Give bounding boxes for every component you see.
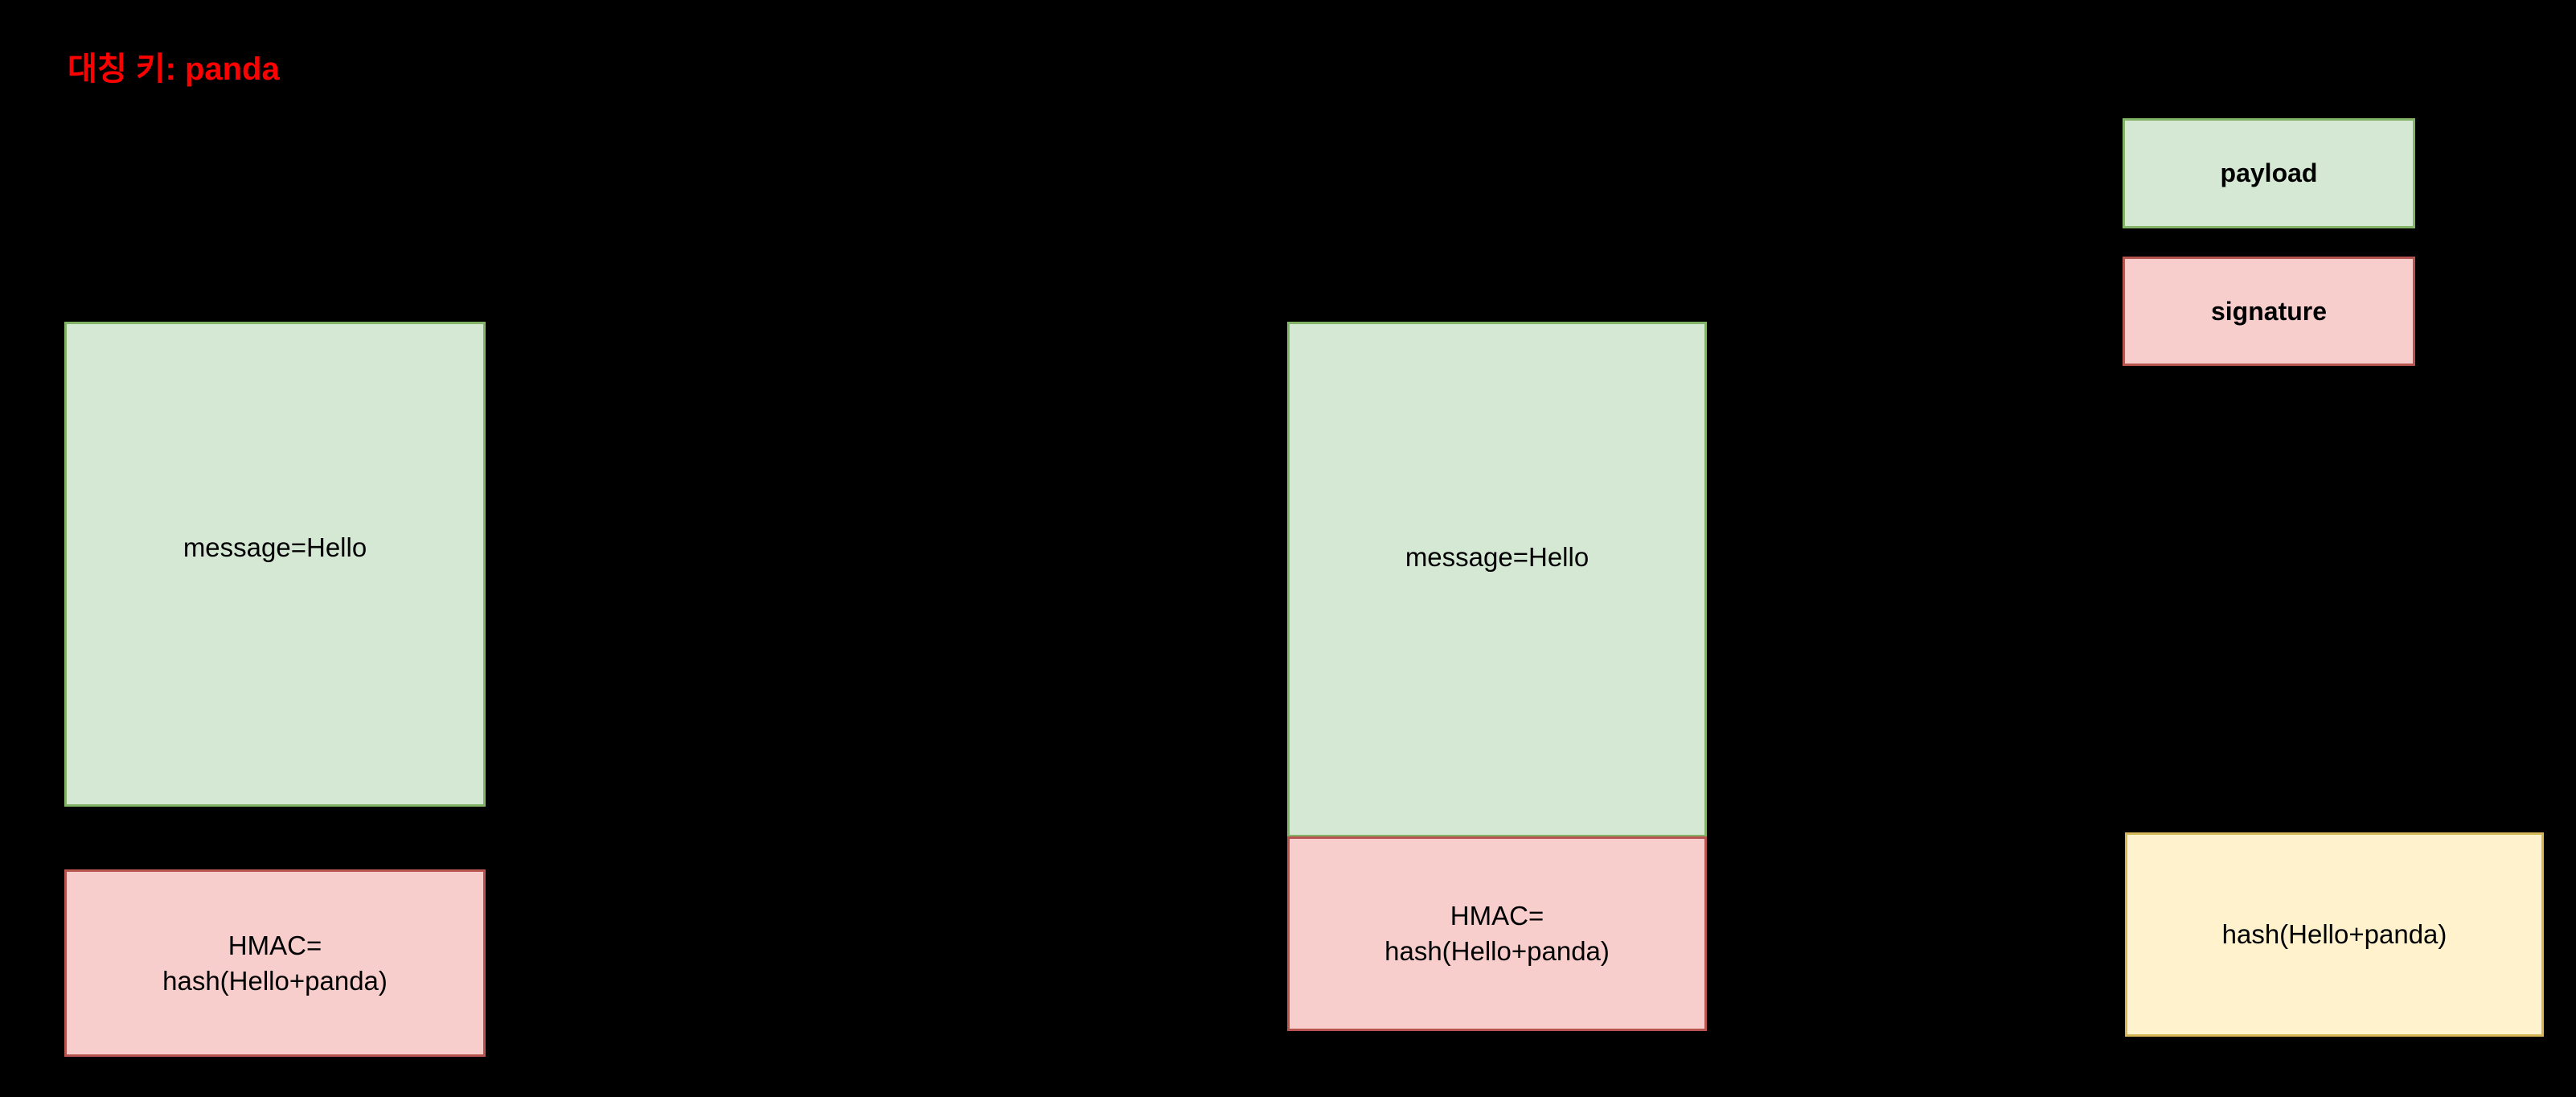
sender-message-box: message=Hello xyxy=(64,322,486,807)
legend-payload-box: payload xyxy=(2123,118,2415,228)
legend-signature-box: signature xyxy=(2123,257,2415,366)
page-title: 대칭 키: panda xyxy=(68,51,280,87)
sender-hmac-box: HMAC= hash(Hello+panda) xyxy=(64,869,486,1057)
token-hmac-box: HMAC= hash(Hello+panda) xyxy=(1287,836,1707,1031)
token-message-box: message=Hello xyxy=(1287,322,1707,837)
verifier-hash-box: hash(Hello+panda) xyxy=(2125,832,2544,1037)
